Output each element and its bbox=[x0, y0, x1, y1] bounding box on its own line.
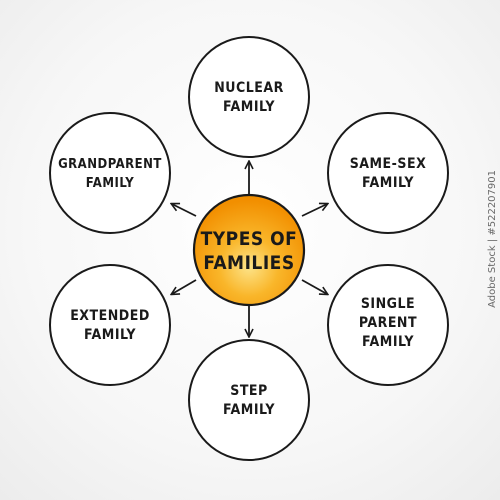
node-label-line1: SINGLE bbox=[361, 296, 415, 312]
node-step-family: STEP FAMILY bbox=[188, 339, 310, 461]
node-circle bbox=[188, 339, 310, 461]
node-label-line1: EXTENDED bbox=[70, 308, 150, 324]
node-extended-family: EXTENDED FAMILY bbox=[49, 264, 171, 386]
node-circle bbox=[327, 264, 449, 386]
node-circle bbox=[49, 264, 171, 386]
node-label-line1: STEP bbox=[230, 383, 268, 399]
node-nuclear-family: NUCLEAR FAMILY bbox=[188, 36, 310, 158]
center-label-line2: FAMILIES bbox=[203, 252, 294, 274]
node-circle bbox=[49, 112, 171, 234]
node-label-line1: GRANDPARENT bbox=[58, 157, 162, 172]
connectors bbox=[172, 162, 327, 336]
node-label-line2: PARENT bbox=[359, 315, 417, 331]
node-grandparent-family: GRANDPARENT FAMILY bbox=[49, 112, 171, 234]
node-circle bbox=[327, 112, 449, 234]
node-single-parent-family: SINGLE PARENT FAMILY bbox=[327, 264, 449, 386]
node-label-line1: NUCLEAR bbox=[214, 80, 284, 96]
center-node: TYPES OF FAMILIES bbox=[192, 193, 306, 307]
node-same-sex-family: SAME-SEX FAMILY bbox=[327, 112, 449, 234]
node-label-line2: FAMILY bbox=[223, 99, 275, 115]
center-circle bbox=[192, 193, 306, 307]
arrow-to-grandparent bbox=[172, 204, 197, 217]
arrow-to-same-sex bbox=[301, 204, 327, 217]
node-label-line2: FAMILY bbox=[362, 175, 414, 191]
arrow-to-extended bbox=[172, 279, 197, 294]
center-label-line1: TYPES OF bbox=[201, 228, 298, 250]
node-circle bbox=[188, 36, 310, 158]
node-label-line1: SAME-SEX bbox=[350, 156, 427, 172]
arrow-to-single-parent bbox=[301, 279, 327, 294]
node-label-line3: FAMILY bbox=[362, 334, 414, 350]
stock-id: Adobe Stock | #522207901 bbox=[487, 170, 498, 308]
node-label-line2: FAMILY bbox=[223, 402, 275, 418]
node-label-line2: FAMILY bbox=[86, 176, 134, 191]
node-label-line2: FAMILY bbox=[84, 327, 136, 343]
